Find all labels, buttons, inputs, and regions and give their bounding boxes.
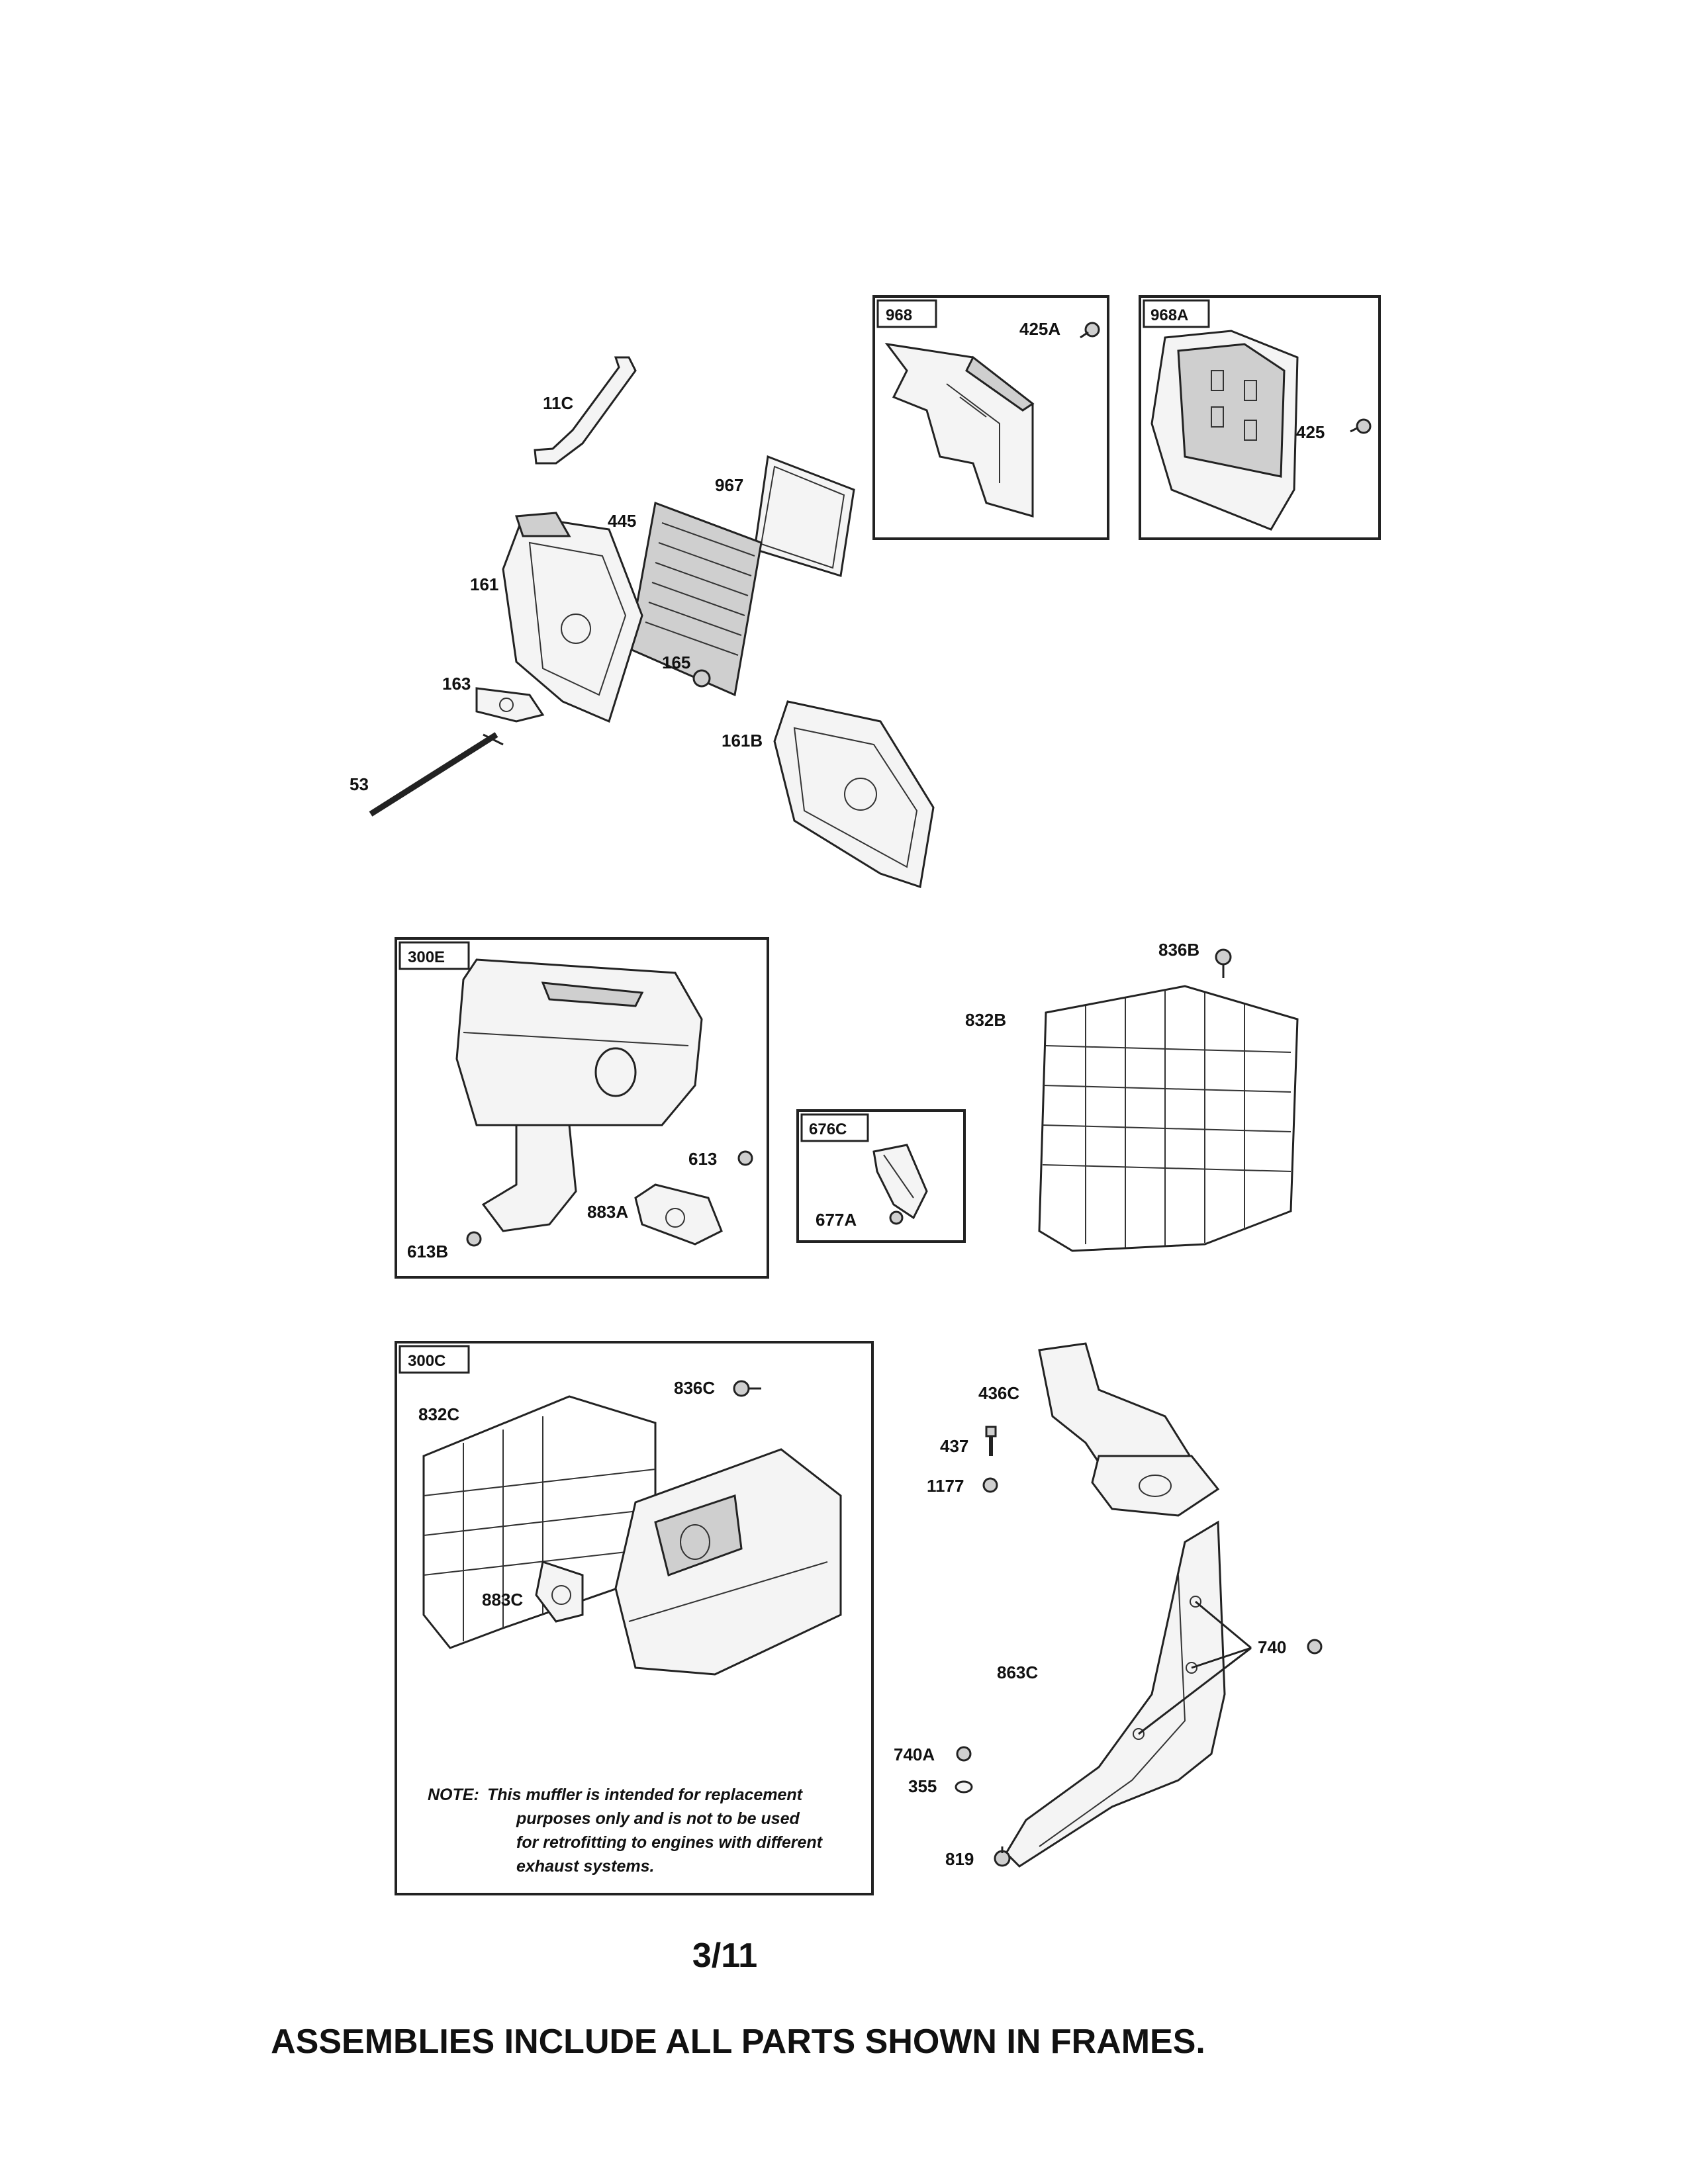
frame-968A-tag: 968A <box>1150 306 1188 324</box>
assemblies-footer-note: ASSEMBLIES INCLUDE ALL PARTS SHOWN IN FR… <box>271 2023 1205 2061</box>
frame-300E: 300E 613 883A 613B <box>395 937 769 1279</box>
screw-613B <box>466 1231 482 1247</box>
label-613: 613 <box>688 1149 717 1169</box>
label-11C: 11C <box>543 393 573 413</box>
frame-300C: 300C 836C 832C 883C NOTE: <box>395 1341 874 1895</box>
label-863C: 863C <box>997 1662 1038 1682</box>
nut-740 <box>1307 1639 1323 1655</box>
label-836C: 836C <box>674 1378 715 1398</box>
pre-cleaner-445 <box>628 501 763 697</box>
label-832B: 832B <box>965 1010 1006 1030</box>
muffler-guard-832B <box>1038 985 1299 1252</box>
label-740: 740 <box>1258 1637 1286 1657</box>
washer-355 <box>955 1780 973 1794</box>
label-425A: 425A <box>1019 319 1060 339</box>
page-number: 3/11 <box>692 1936 758 1975</box>
note-line-1: This muffler is intended for replacement <box>487 1786 804 1804</box>
label-883A: 883A <box>587 1202 628 1222</box>
screw-677A <box>889 1210 904 1225</box>
label-613B: 613B <box>407 1242 448 1261</box>
gasket-163 <box>475 687 545 723</box>
label-832C: 832C <box>418 1404 459 1424</box>
label-161B: 161B <box>722 731 763 751</box>
note-line-2: purposes only and is not to be used <box>516 1809 800 1828</box>
air-cleaner-base-161B <box>773 700 935 888</box>
air-cleaner-cover-part <box>884 342 1035 518</box>
note-text: NOTE: This muffler is intended for repla… <box>428 1786 823 1876</box>
filter-967 <box>753 455 855 577</box>
air-cleaner-cover-alt-part <box>1150 330 1299 531</box>
label-425: 425 <box>1296 422 1325 442</box>
note-prefix: NOTE: <box>428 1786 479 1804</box>
nut-740A <box>956 1746 972 1762</box>
frame-300C-tag: 300C <box>408 1352 445 1370</box>
frame-676C: 676C 677A <box>796 1109 966 1243</box>
frame-968-tag: 968 <box>886 306 912 324</box>
label-967: 967 <box>715 475 743 495</box>
screw-613 <box>737 1150 753 1166</box>
muffler-300C-part <box>614 1448 842 1676</box>
gasket-883C <box>535 1561 584 1623</box>
label-165: 165 <box>662 653 690 672</box>
label-163: 163 <box>442 674 471 694</box>
label-161: 161 <box>470 574 498 594</box>
label-740A: 740A <box>894 1745 935 1764</box>
label-355: 355 <box>908 1776 937 1796</box>
label-819: 819 <box>945 1849 974 1869</box>
air-cleaner-base-161 <box>502 512 643 723</box>
bracket-863C <box>1005 1520 1252 1868</box>
muffler-300E-part <box>455 958 703 1232</box>
label-1177: 1177 <box>927 1476 964 1496</box>
screw-819 <box>994 1846 1011 1867</box>
screw-425 <box>1350 418 1372 434</box>
label-437: 437 <box>940 1436 968 1456</box>
note-line-3: for retrofitting to engines with differe… <box>516 1833 823 1852</box>
label-53: 53 <box>350 774 369 794</box>
screw-836B <box>1215 948 1232 978</box>
label-836B: 836B <box>1158 940 1199 960</box>
breather-tube-11C <box>534 356 637 465</box>
nut-1177 <box>982 1477 998 1493</box>
nut-165 <box>692 669 711 688</box>
screw-836C <box>733 1380 761 1397</box>
exhaust-elbow-436C <box>1038 1342 1220 1517</box>
frame-968A: 968A 425 <box>1139 295 1381 540</box>
frame-676C-tag: 676C <box>809 1120 847 1138</box>
note-line-4: exhaust systems. <box>516 1857 654 1876</box>
screw-425A <box>1080 322 1100 339</box>
deflector-676C-part <box>872 1144 928 1220</box>
frame-300E-tag: 300E <box>408 948 445 966</box>
gasket-883A <box>634 1183 723 1246</box>
label-445: 445 <box>608 511 636 531</box>
frame-968: 968 425A <box>872 295 1109 540</box>
label-677A: 677A <box>816 1210 857 1230</box>
label-436C: 436C <box>978 1383 1019 1403</box>
stud-53 <box>369 732 504 817</box>
bolt-437 <box>985 1426 997 1456</box>
label-883C: 883C <box>482 1590 523 1610</box>
